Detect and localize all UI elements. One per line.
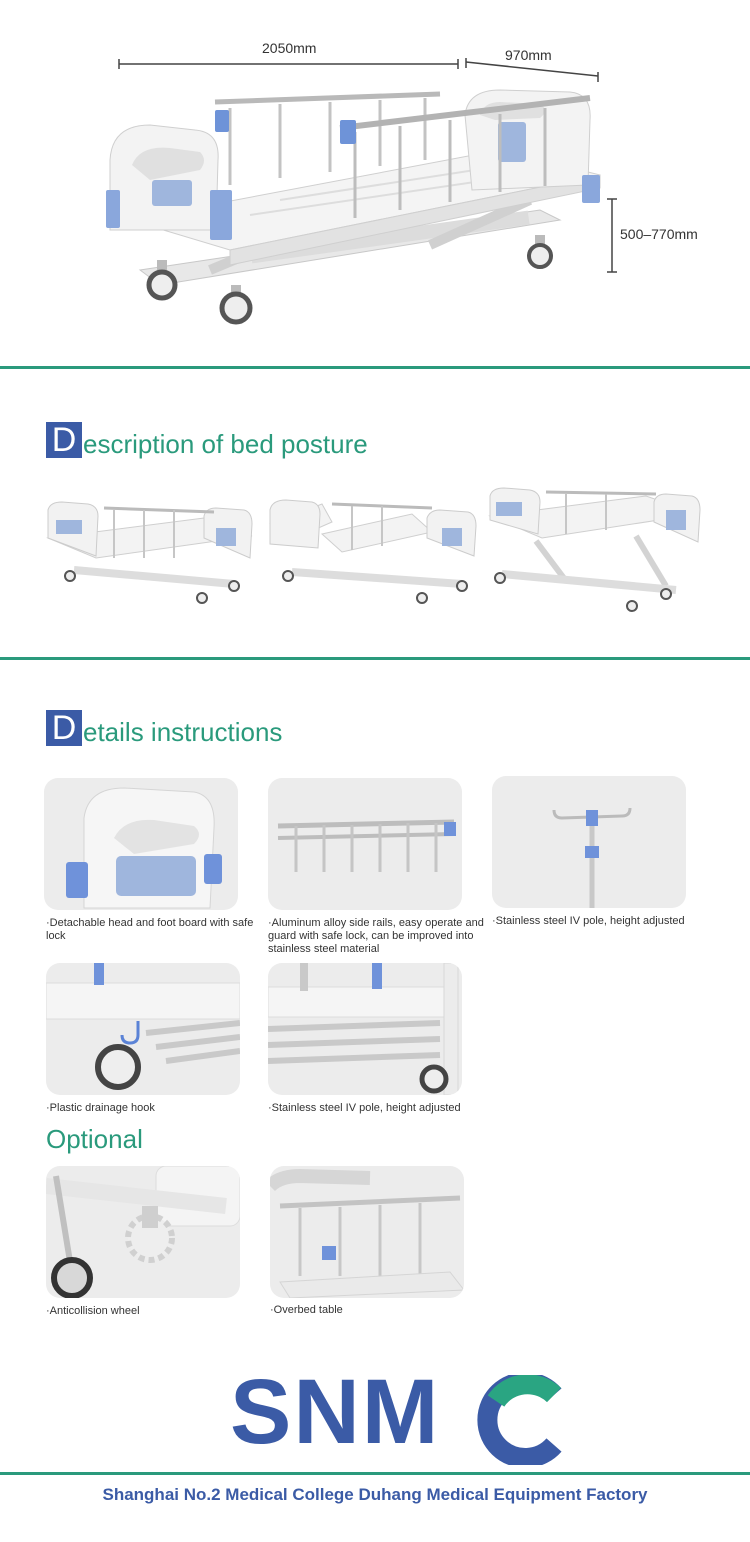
optional-card-anticollision-wheel xyxy=(46,1166,240,1298)
title-initial: D xyxy=(46,422,82,458)
width-dimension-line xyxy=(465,58,599,82)
detail-card-frame xyxy=(268,963,462,1095)
title-rest: escription of bed posture xyxy=(83,429,368,459)
optional-card-overbed-table xyxy=(270,1166,464,1298)
hospital-bed-image xyxy=(106,89,601,325)
optional-caption: ·Anticollision wheel xyxy=(46,1305,140,1317)
optional-title: Optional xyxy=(46,1124,143,1154)
title-rest: etails instructions xyxy=(83,717,283,747)
bed-posture-back-raised-image xyxy=(269,499,477,604)
section-divider xyxy=(0,657,750,660)
detail-caption: ·Stainless steel IV pole, height adjuste… xyxy=(492,915,685,927)
detail-caption: ·Aluminum alloy side rails, easy operate… xyxy=(268,917,484,955)
detail-caption: ·Plastic drainage hook xyxy=(46,1102,155,1114)
posture-section-title: D escription of bed posture xyxy=(46,422,368,458)
footer-divider xyxy=(0,1472,750,1475)
bed-posture-raised-image xyxy=(488,487,701,612)
height-label: 500–770mm xyxy=(620,226,698,242)
detail-card-side-rails xyxy=(268,778,462,910)
optional-caption: ·Overbed table xyxy=(270,1304,343,1316)
logo-c-mark xyxy=(477,1375,562,1465)
detail-card-headboard xyxy=(44,778,238,910)
length-label: 2050mm xyxy=(262,40,317,56)
width-label: 970mm xyxy=(505,47,552,63)
logo-letters: SNM xyxy=(230,1361,441,1463)
length-dimension-line xyxy=(118,59,459,69)
bed-posture-flat-image xyxy=(46,501,253,604)
company-name: Shanghai No.2 Medical College Duhang Med… xyxy=(102,1485,648,1504)
detail-caption: ·Stainless steel IV pole, height adjuste… xyxy=(268,1102,461,1114)
detail-card-iv-pole xyxy=(492,776,686,908)
details-section-title: D etails instructions xyxy=(46,710,282,746)
height-dimension-line xyxy=(607,198,617,273)
title-initial: D xyxy=(46,710,82,746)
detail-card-drainage-hook xyxy=(46,963,240,1095)
section-divider xyxy=(0,366,750,369)
detail-caption: ·Detachable head and foot board with saf… xyxy=(46,917,254,942)
